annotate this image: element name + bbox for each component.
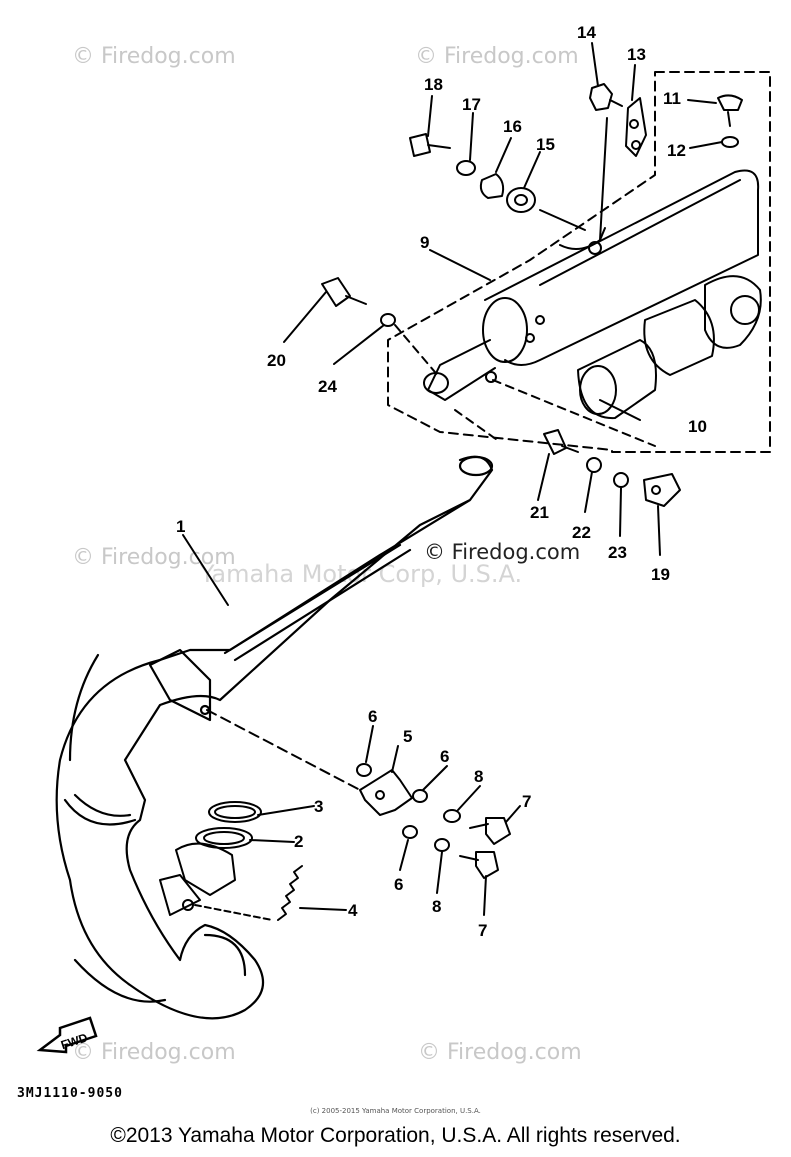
callout-13: 13 xyxy=(627,45,646,64)
callout-14: 14 xyxy=(577,23,596,42)
callout-8a: 8 xyxy=(474,767,483,786)
callout-20: 20 xyxy=(267,351,286,370)
nut-8a xyxy=(443,809,461,823)
bolt-7b xyxy=(459,851,499,879)
gasket-2 xyxy=(195,827,253,849)
washer-6b xyxy=(412,789,428,803)
callout-10: 10 xyxy=(688,417,707,436)
callout-1: 1 xyxy=(176,517,185,536)
callout-22: 22 xyxy=(572,523,591,542)
callout-21: 21 xyxy=(530,503,549,522)
callout-16: 16 xyxy=(503,117,522,136)
bolt-20 xyxy=(321,277,367,307)
washer-17 xyxy=(456,160,476,176)
screw-11 xyxy=(717,94,743,127)
part-code: 3MJ1110-9050 xyxy=(17,1086,123,1101)
callout-12: 12 xyxy=(667,141,686,160)
nut-8b xyxy=(434,838,450,852)
watermark-bottom-mid: © Firedog.com xyxy=(418,1040,582,1065)
callout-6b: 6 xyxy=(440,747,449,766)
watermark-top-left: © Firedog.com xyxy=(72,44,236,69)
spring-4 xyxy=(194,865,303,921)
callout-8b: 8 xyxy=(432,897,441,916)
copyright-notice: ©2013 Yamaha Motor Corporation, U.S.A. A… xyxy=(110,1124,681,1147)
washer-24 xyxy=(380,313,396,327)
callout-17: 17 xyxy=(462,95,481,114)
stay-5 xyxy=(359,769,413,816)
bolt-7a xyxy=(469,817,511,845)
fwd-arrow: FWD xyxy=(36,1016,98,1054)
bolt-21 xyxy=(543,429,579,455)
watermark-bottom-left: © Firedog.com xyxy=(72,1040,236,1065)
silencer-inner xyxy=(577,275,762,420)
flange-joint xyxy=(159,842,236,916)
washer-23 xyxy=(613,472,629,488)
callout-4: 4 xyxy=(348,901,358,920)
washer-12 xyxy=(721,136,739,148)
bracket-19 xyxy=(643,473,681,507)
exhaust-pipe xyxy=(55,455,494,1020)
callout-5: 5 xyxy=(403,727,412,746)
bolt-18 xyxy=(409,133,451,157)
fine-print: (c) 2005-2015 Yamaha Motor Corporation, … xyxy=(310,1107,481,1115)
watermark-center: © Firedog.com xyxy=(424,540,581,564)
grommet-15 xyxy=(506,187,536,213)
washer-6c xyxy=(402,825,418,839)
collar-16 xyxy=(479,173,505,199)
washer-6a xyxy=(356,763,372,777)
callout-19: 19 xyxy=(651,565,670,584)
bracket-13 xyxy=(625,97,647,157)
callout-24: 24 xyxy=(318,377,337,396)
nut-14 xyxy=(589,83,623,111)
watermark-top-mid: © Firedog.com xyxy=(415,44,579,69)
silencer-body xyxy=(423,169,760,401)
silencer-group-outline xyxy=(387,71,771,453)
callout-11: 11 xyxy=(663,89,681,108)
callout-3: 3 xyxy=(314,797,323,816)
callout-7a: 7 xyxy=(522,792,531,811)
watermark-mid-left: © Firedog.com xyxy=(72,545,236,570)
callout-23: 23 xyxy=(608,543,627,562)
callout-6c: 6 xyxy=(394,875,403,894)
callout-15: 15 xyxy=(536,135,555,154)
callout-2: 2 xyxy=(294,832,303,851)
washer-22 xyxy=(586,457,602,473)
callout-6a: 6 xyxy=(368,707,377,726)
callout-7b: 7 xyxy=(478,921,487,940)
callout-18: 18 xyxy=(424,75,443,94)
o-ring-3 xyxy=(208,801,262,823)
callout-9: 9 xyxy=(420,233,429,252)
